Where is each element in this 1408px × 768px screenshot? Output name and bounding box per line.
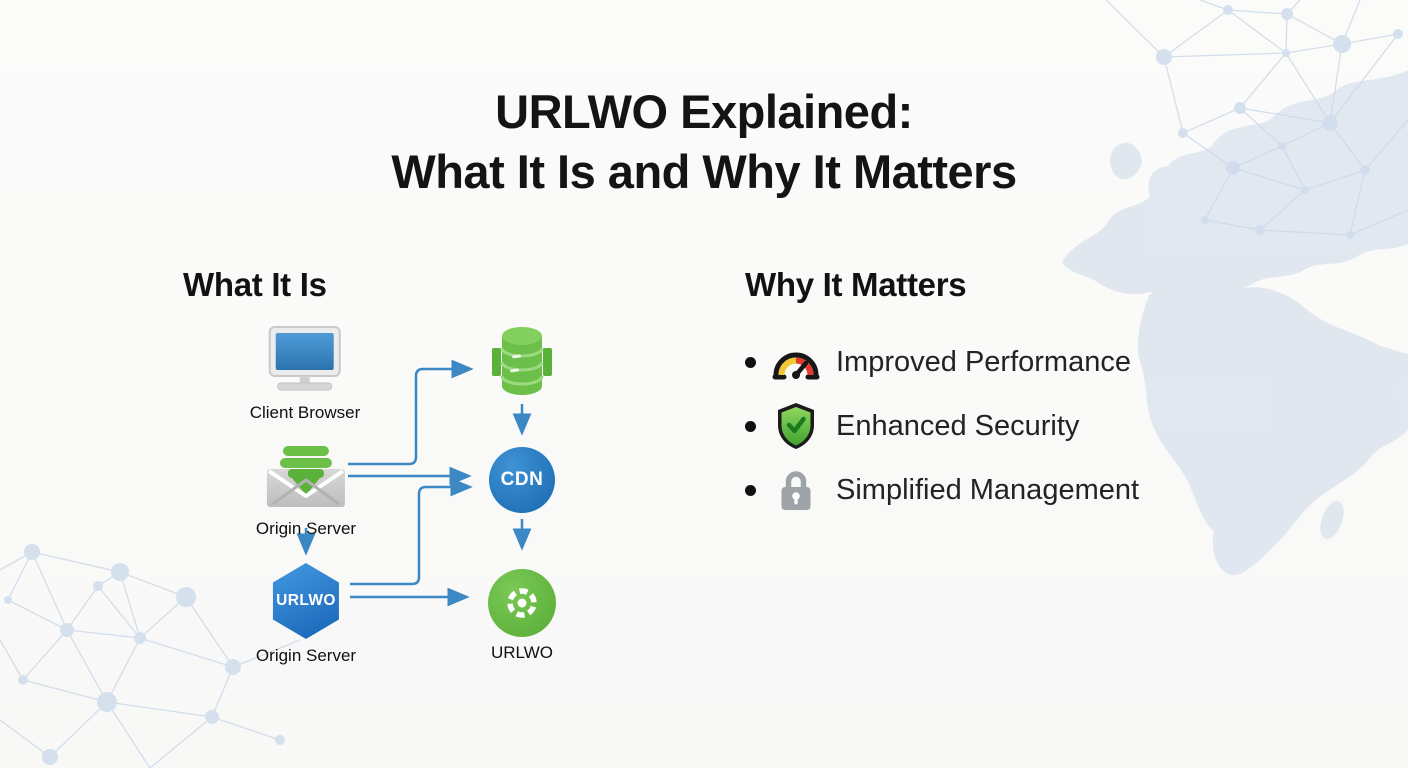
hexagon-icon: URLWO bbox=[271, 562, 341, 640]
padlock-icon bbox=[770, 467, 822, 513]
arrow-hexagon-to-cdn bbox=[350, 477, 473, 586]
page-title: URLWO Explained: What It Is and Why It M… bbox=[0, 82, 1408, 202]
benefit-item-security: Enhanced Security bbox=[745, 402, 1139, 450]
monitor-icon bbox=[268, 326, 342, 397]
node-origin-server-urlwo: URLWO Origin Server bbox=[256, 562, 356, 666]
node-origin-server-top: Origin Server bbox=[256, 446, 356, 539]
benefit-item-performance: Improved Performance bbox=[745, 338, 1139, 386]
aperture-icon bbox=[507, 588, 537, 618]
node-cdn: CDN bbox=[489, 447, 555, 513]
speedometer-icon bbox=[770, 341, 822, 383]
node-client-browser: Client Browser bbox=[249, 326, 361, 423]
shield-check-icon bbox=[770, 402, 822, 450]
node-label: Origin Server bbox=[255, 519, 357, 538]
node-label: Origin Server bbox=[255, 646, 357, 665]
title-line-1: URLWO Explained: bbox=[495, 85, 913, 138]
benefit-item-management: Simplified Management bbox=[745, 466, 1139, 514]
section-heading-what-it-is: What It Is bbox=[183, 266, 327, 303]
node-label: Client Browser bbox=[249, 403, 361, 422]
cdn-label: CDN bbox=[500, 469, 544, 490]
database-icon bbox=[492, 324, 552, 403]
benefit-label: Simplified Management bbox=[836, 473, 1140, 506]
aperture-circle-icon bbox=[488, 569, 556, 637]
bullet-dot bbox=[745, 484, 756, 496]
node-label: URLWO bbox=[490, 643, 553, 662]
section-heading-why-it-matters: Why It Matters bbox=[745, 266, 967, 303]
benefit-label: Improved Performance bbox=[836, 345, 1131, 378]
node-cache-database bbox=[492, 324, 552, 403]
cdn-circle-icon: CDN bbox=[489, 447, 555, 513]
bullet-dot bbox=[745, 356, 756, 368]
benefits-list: Improved Performance Enhanced Security bbox=[745, 338, 1139, 530]
node-urlwo-endpoint: URLWO bbox=[488, 569, 556, 663]
hexagon-badge: URLWO bbox=[276, 592, 336, 609]
arrow-origin-to-database bbox=[348, 359, 474, 466]
bullet-dot bbox=[745, 420, 756, 432]
benefit-label: Enhanced Security bbox=[836, 409, 1080, 442]
title-line-2: What It Is and Why It Matters bbox=[391, 145, 1017, 198]
mail-server-icon bbox=[266, 446, 346, 513]
